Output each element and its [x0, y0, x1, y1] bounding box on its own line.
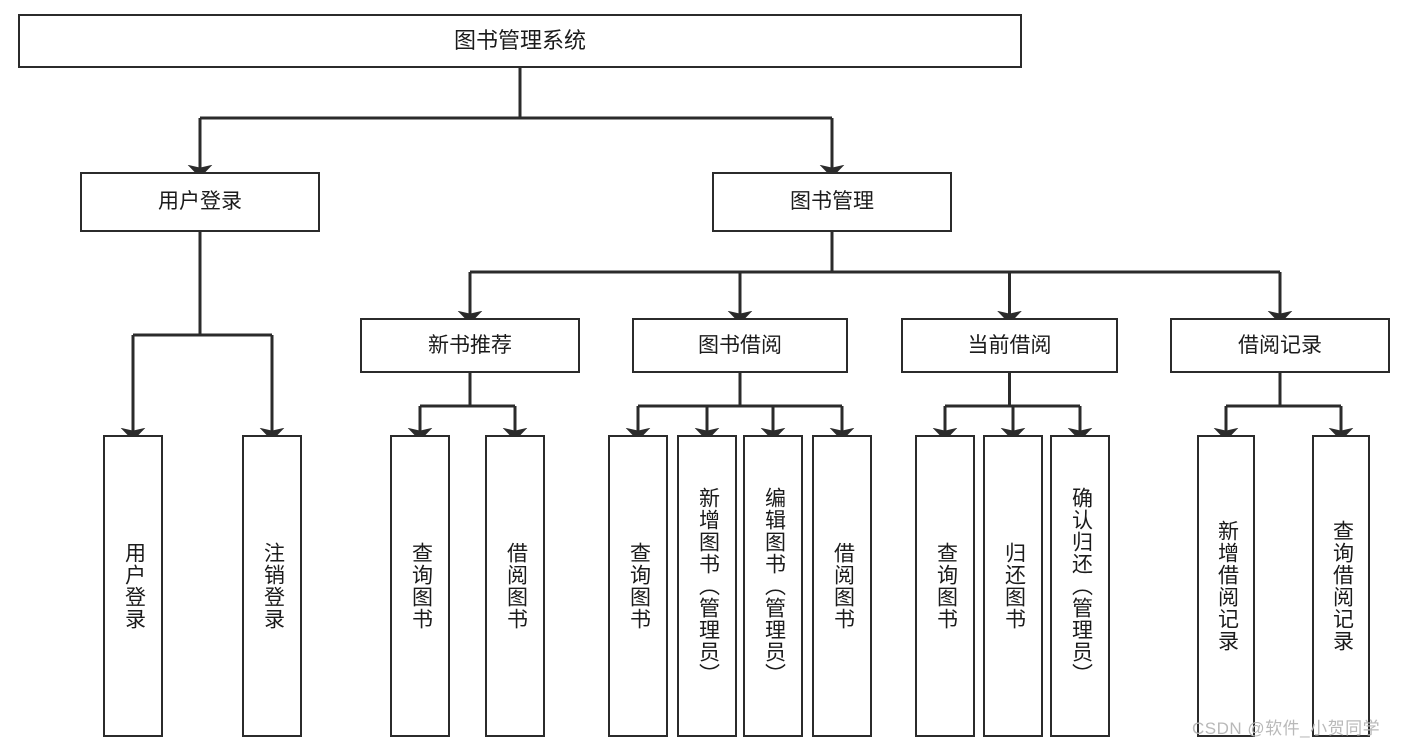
node-label: 新增借阅记录 [1215, 520, 1239, 652]
node-label: 借阅图书 [831, 542, 855, 630]
node-book-manage[interactable]: 图书管理 [712, 172, 952, 232]
node-label: 确认归还（管理员） [1069, 487, 1093, 685]
node-label: 查询图书 [627, 542, 651, 630]
node-label: 查询借阅记录 [1330, 520, 1354, 652]
node-leaf-return-book[interactable]: 归还图书 [983, 435, 1043, 737]
node-leaf-edit-book[interactable]: 编辑图书（管理员） [743, 435, 803, 737]
node-leaf-borrow-book-2[interactable]: 借阅图书 [812, 435, 872, 737]
node-label: 借阅记录 [1238, 333, 1322, 357]
node-label: 当前借阅 [967, 333, 1052, 357]
node-label: 借阅图书 [504, 542, 528, 630]
node-label: 新书推荐 [428, 333, 512, 357]
node-user-login[interactable]: 用户登录 [80, 172, 320, 232]
node-label: 归还图书 [1002, 542, 1026, 630]
node-leaf-confirm-return[interactable]: 确认归还（管理员） [1050, 435, 1110, 737]
node-label: 查询图书 [934, 542, 958, 630]
node-label: 查询图书 [409, 542, 433, 630]
node-label: 图书管理 [790, 190, 874, 214]
node-label: 图书借阅 [698, 333, 782, 357]
node-leaf-user-login[interactable]: 用户登录 [103, 435, 163, 737]
node-leaf-query-record[interactable]: 查询借阅记录 [1312, 435, 1370, 737]
node-label: 图书管理系统 [453, 27, 586, 53]
node-leaf-logout[interactable]: 注销登录 [242, 435, 302, 737]
node-leaf-add-record[interactable]: 新增借阅记录 [1197, 435, 1255, 737]
node-book-borrow[interactable]: 图书借阅 [632, 318, 848, 373]
node-label: 新增图书（管理员） [696, 487, 720, 685]
node-leaf-query-book-3[interactable]: 查询图书 [915, 435, 975, 737]
node-root[interactable]: 图书管理系统 [18, 14, 1022, 68]
node-borrow-record[interactable]: 借阅记录 [1170, 318, 1390, 373]
edge-layer [120, 68, 1354, 441]
node-current-borrow[interactable]: 当前借阅 [901, 318, 1118, 373]
node-label: 注销登录 [261, 542, 285, 630]
node-new-book-rec[interactable]: 新书推荐 [360, 318, 580, 373]
node-label: 用户登录 [122, 542, 146, 630]
node-leaf-add-book[interactable]: 新增图书（管理员） [677, 435, 737, 737]
node-leaf-borrow-book-1[interactable]: 借阅图书 [485, 435, 545, 737]
node-leaf-query-book-1[interactable]: 查询图书 [390, 435, 450, 737]
node-label: 用户登录 [158, 190, 242, 214]
node-leaf-query-book-2[interactable]: 查询图书 [608, 435, 668, 737]
node-label: 编辑图书（管理员） [762, 487, 786, 685]
